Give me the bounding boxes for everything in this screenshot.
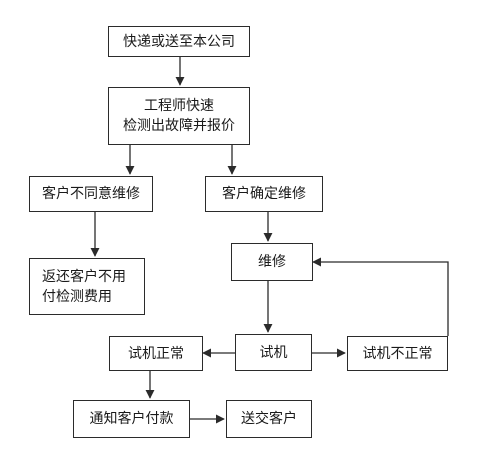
node-disagree: 客户不同意维修 <box>29 176 153 212</box>
node-disagree-label: 客户不同意维修 <box>42 186 140 202</box>
node-trial-ok: 试机正常 <box>109 336 203 371</box>
node-repair: 维修 <box>231 243 313 281</box>
node-inspect: 工程师快速 检测出故障并报价 <box>108 87 250 145</box>
node-agree-label: 客户确定维修 <box>222 186 306 202</box>
node-agree: 客户确定维修 <box>205 176 323 212</box>
node-deliver-label: 快递或送至本公司 <box>123 33 235 50</box>
node-trial-fail-label: 试机不正常 <box>362 345 433 362</box>
arrow-trial-fail-to-repair <box>312 257 449 336</box>
node-return-customer-label: 送交客户 <box>241 411 297 427</box>
node-refund: 返还客户不用 付检测费用 <box>29 258 145 315</box>
node-refund-label-line1: 返还客户不用 <box>42 268 126 285</box>
node-return-customer: 送交客户 <box>226 400 312 438</box>
node-trial-fail: 试机不正常 <box>347 336 448 371</box>
node-refund-label-line2: 付检测费用 <box>42 288 112 305</box>
node-repair-label: 维修 <box>258 254 286 270</box>
node-trial: 试机 <box>235 334 312 371</box>
node-trial-label: 试机 <box>259 344 288 361</box>
node-notify-pay-label: 通知客户付款 <box>89 411 174 427</box>
node-deliver: 快递或送至本公司 <box>108 26 250 57</box>
node-inspect-label-line2: 检测出故障并报价 <box>123 118 235 134</box>
node-notify-pay: 通知客户付款 <box>73 400 190 438</box>
node-trial-ok-label: 试机正常 <box>128 345 184 362</box>
node-inspect-label-line1: 工程师快速 <box>144 98 214 114</box>
